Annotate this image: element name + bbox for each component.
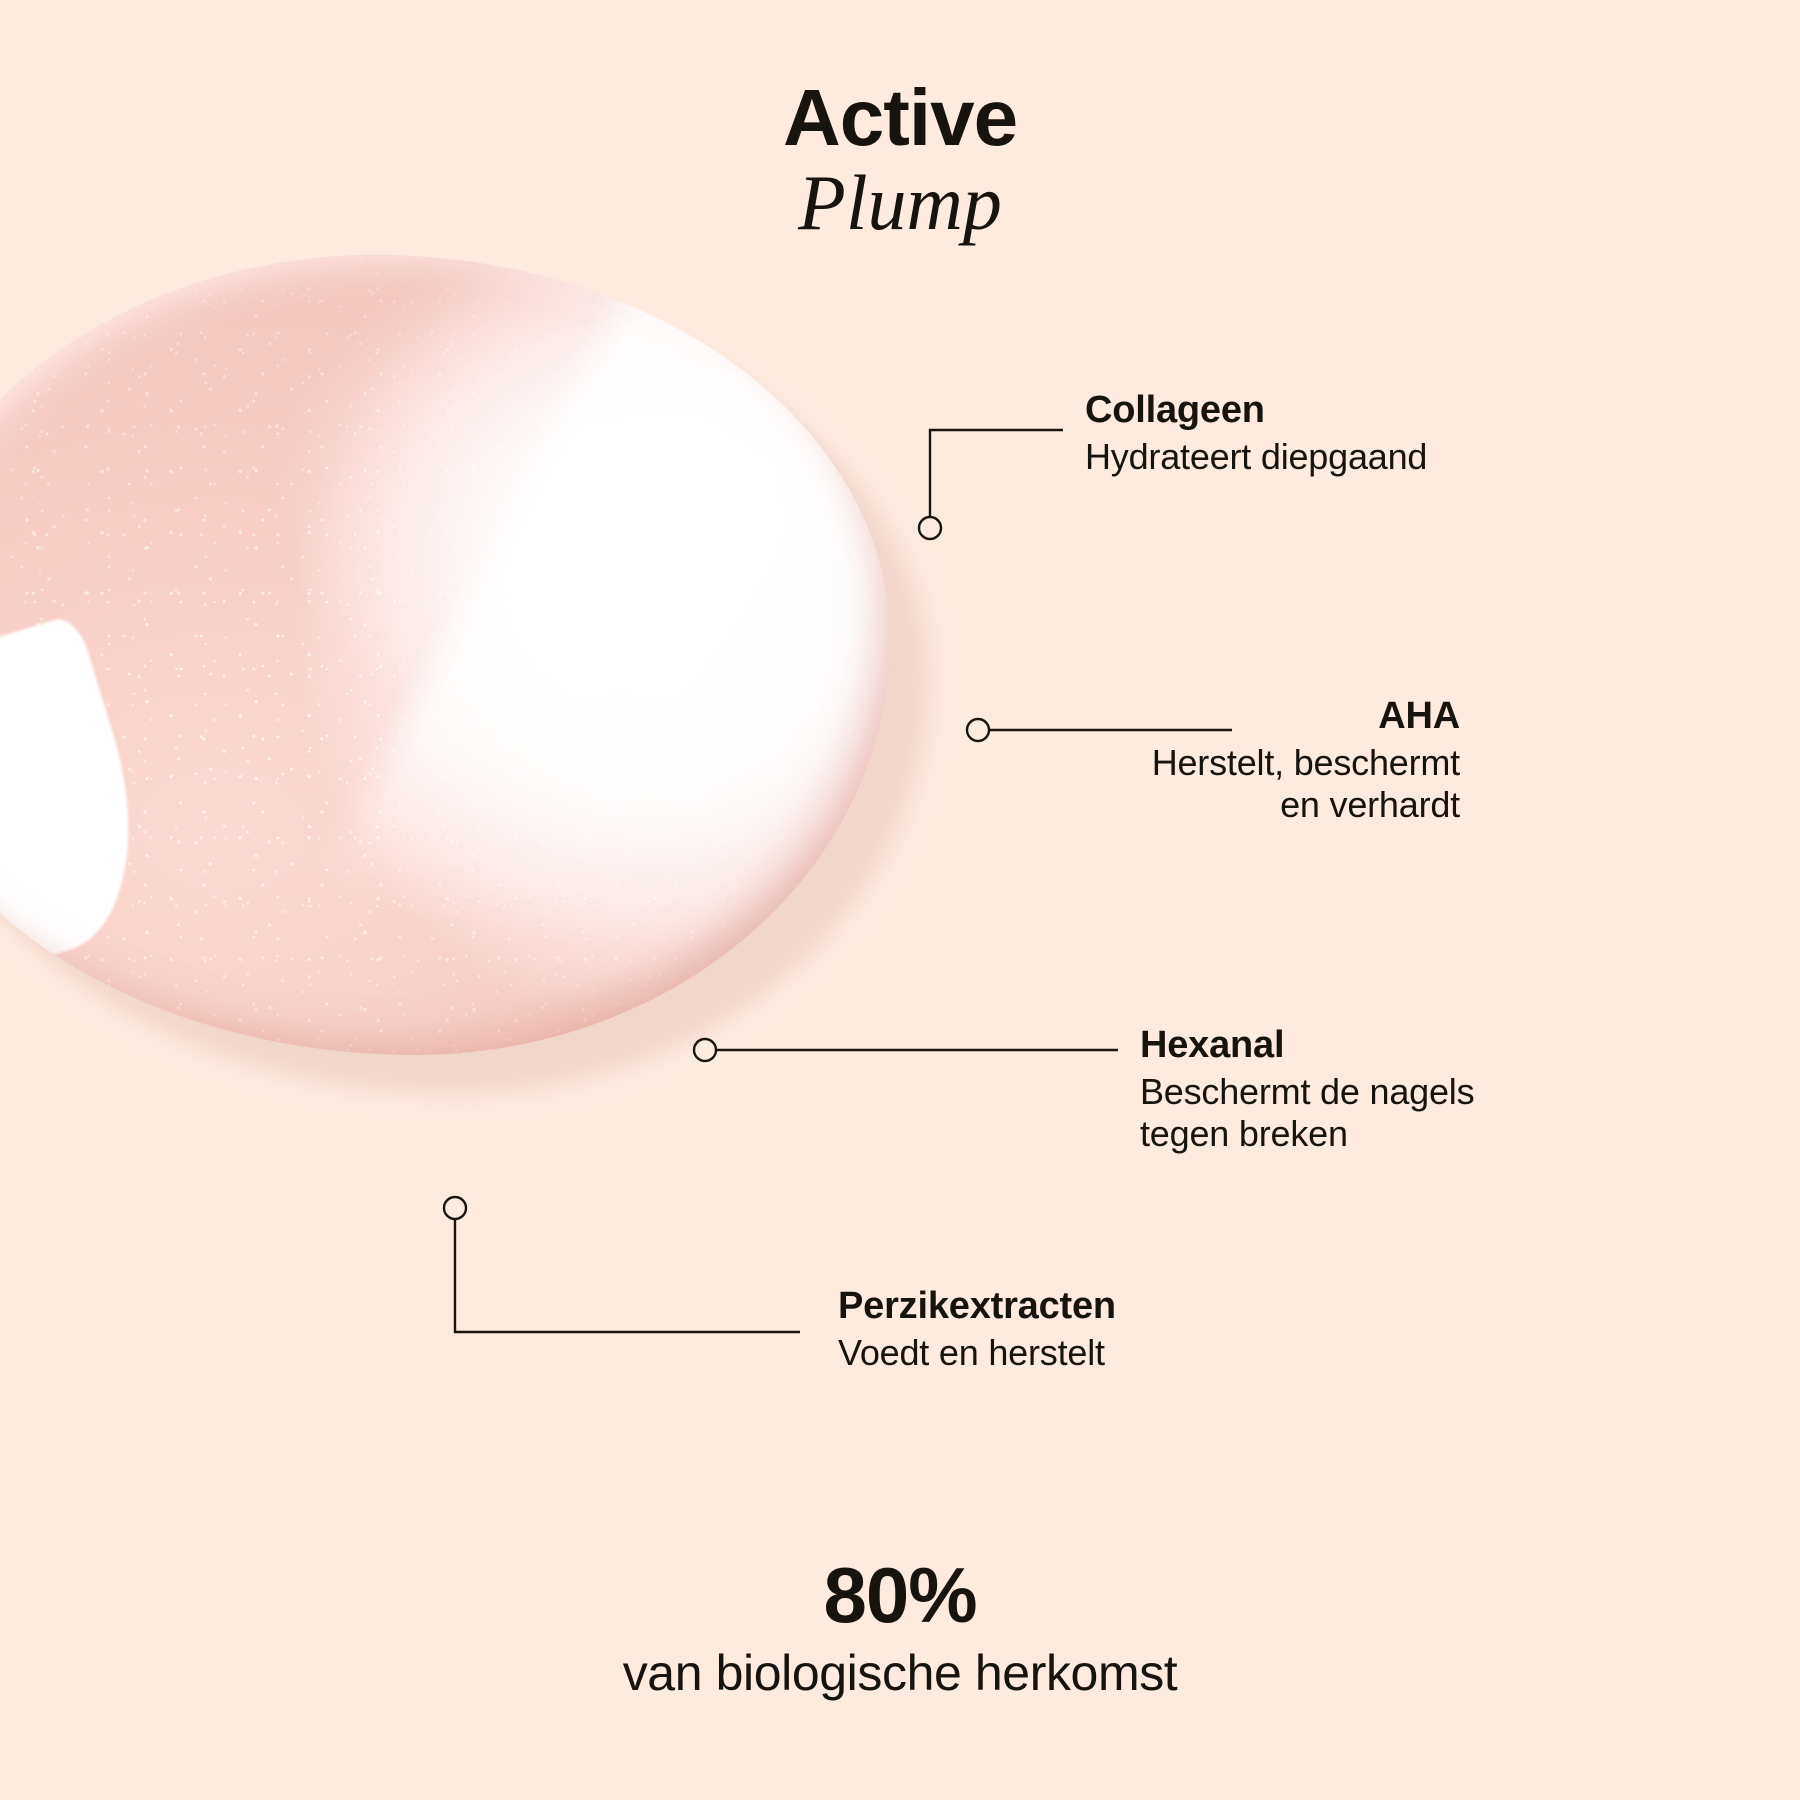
callout-hexanal-description: Beschermt de nagels tegen breken <box>1140 1071 1475 1154</box>
droplet-base <box>0 255 890 1055</box>
callout-aha-description: Herstelt, beschermt en verhardt <box>1151 742 1461 825</box>
title-primary: Active <box>782 73 1018 162</box>
callout-perzikextracten-description: Voedt en herstelt <box>838 1332 1105 1374</box>
title-secondary: Plump <box>798 159 1002 246</box>
callout-aha-title: AHA <box>1378 695 1460 737</box>
footer-caption: van biologische herkomst <box>622 1644 1178 1701</box>
callout-perzikextracten: Perzikextracten Voedt en herstelt <box>838 1284 1116 1374</box>
callout-hexanal: Hexanal Beschermt de nagels tegen breken <box>1140 1023 1475 1155</box>
leader-line-perzikextracten <box>453 1219 800 1334</box>
callout-perzikextracten-title: Perzikextracten <box>838 1285 1116 1327</box>
footer-percentage: 80% <box>823 1551 977 1639</box>
callout-collageen-description: Hydrateert diepgaand <box>1085 436 1428 478</box>
footer-claim: 80% van biologische herkomst <box>0 1554 1800 1700</box>
callout-aha: AHA Herstelt, beschermt en verhardt <box>1151 694 1461 826</box>
gel-droplet-illustration <box>0 255 1000 1135</box>
callout-collageen-title: Collageen <box>1085 389 1265 431</box>
callout-hexanal-title: Hexanal <box>1140 1024 1285 1066</box>
leader-marker-perzikextracten <box>442 1195 468 1221</box>
callout-collageen: Collageen Hydrateert diepgaand <box>1085 388 1427 478</box>
page-title: Active Plump <box>0 78 1800 242</box>
droplet-gloss-edge <box>0 255 890 1055</box>
